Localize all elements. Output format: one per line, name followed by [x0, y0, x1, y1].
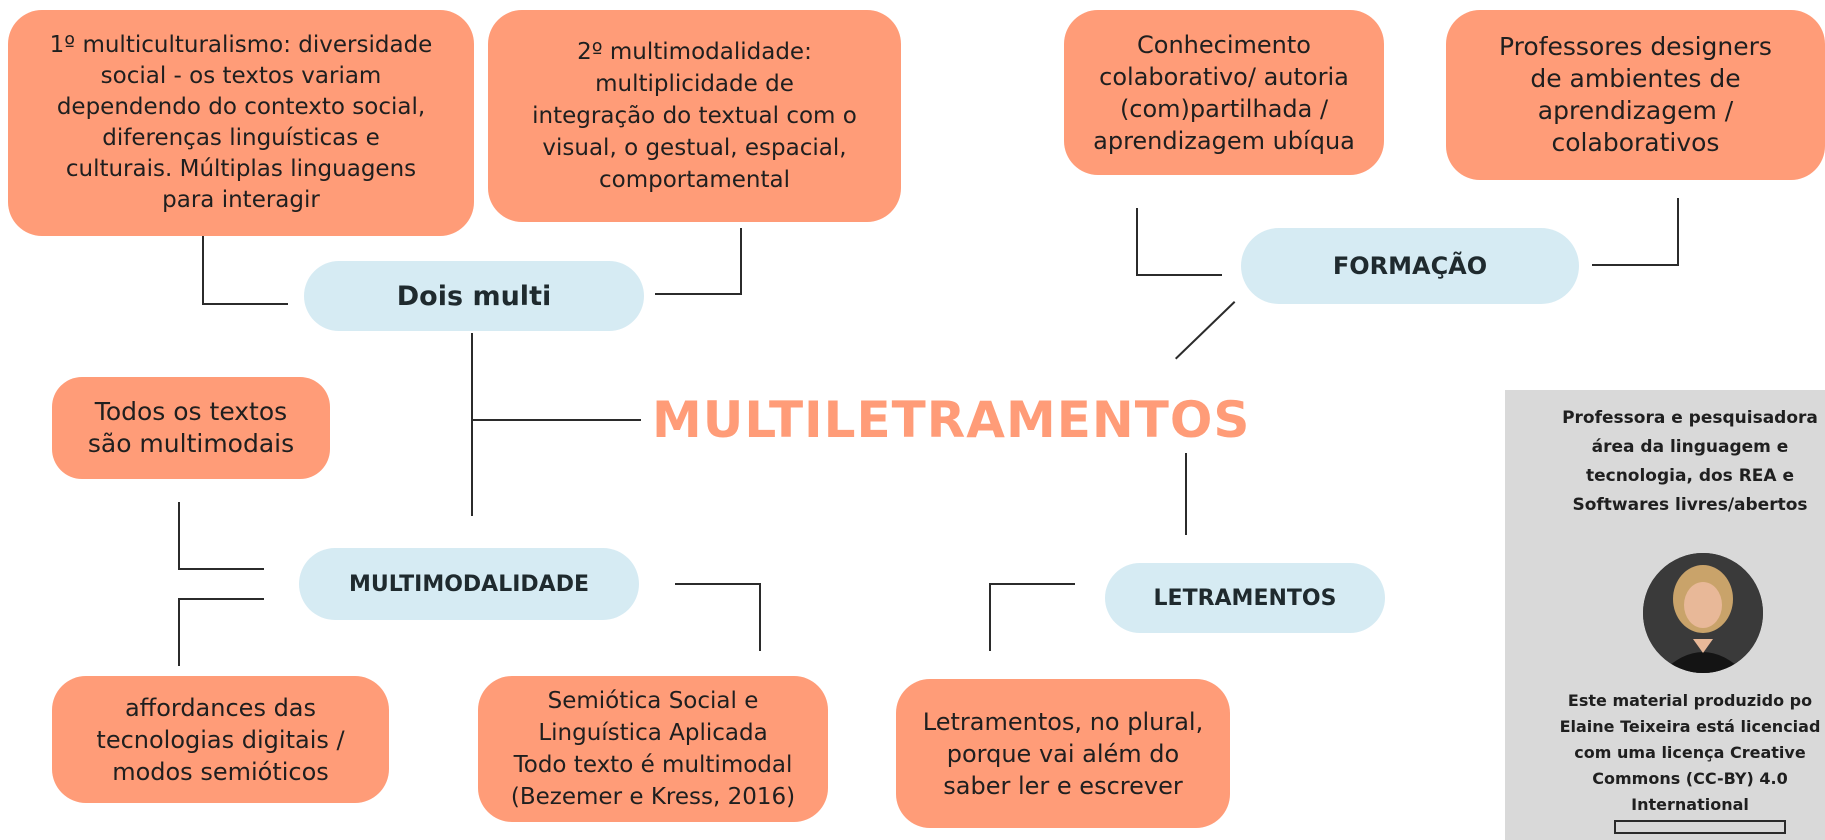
license-text: Este material produzido po Elaine Teixei…	[1559, 691, 1821, 814]
connector-line	[740, 228, 742, 295]
author-photo	[1643, 553, 1763, 673]
connector-line	[202, 303, 288, 305]
multiculturalismo-box: 1º multiculturalismo: diversidade social…	[8, 10, 474, 236]
connector-line	[471, 333, 473, 516]
connector-line	[1136, 208, 1138, 276]
professores-box: Professores designers de ambientes de ap…	[1446, 10, 1825, 180]
connector-line	[178, 598, 264, 600]
connector-line	[655, 293, 742, 295]
todos-textos-box: Todos os textos são multimodais	[52, 377, 330, 479]
license-badge	[1614, 820, 1786, 834]
letramentos-node: LETRAMENTOS	[1105, 563, 1385, 633]
semiotica-box: Semiótica Social e Linguística Aplicada …	[478, 676, 828, 822]
main-title: MULTILETRAMENTOS	[652, 391, 1251, 449]
connector-line	[178, 502, 180, 570]
connector-line	[759, 583, 761, 651]
connector-line	[1185, 453, 1187, 535]
connector-line	[989, 583, 991, 651]
author-description: Professora e pesquisadora área da lingua…	[1562, 408, 1818, 515]
multimodalidade-box: 2º multimodalidade: multiplicidade de in…	[488, 10, 901, 222]
connector-line	[989, 583, 1075, 585]
dois-multi-node: Dois multi	[304, 261, 644, 331]
connector-line	[178, 598, 180, 666]
connector-line	[202, 235, 204, 305]
connector-line	[1677, 198, 1679, 266]
formacao-node: FORMAÇÃO	[1241, 228, 1579, 304]
conhecimento-box: Conhecimento colaborativo/ autoria (com)…	[1064, 10, 1384, 175]
connector-line	[178, 568, 264, 570]
multimodalidade-node: MULTIMODALIDADE	[299, 548, 639, 620]
connector-line	[471, 419, 641, 421]
connector-line	[675, 583, 761, 585]
connector-line	[1592, 264, 1679, 266]
letramentos-plural-box: Letramentos, no plural, porque vai além …	[896, 679, 1230, 828]
affordances-box: affordances das tecnologias digitais / m…	[52, 676, 389, 803]
connector-line	[1175, 301, 1236, 360]
connector-line	[1136, 274, 1222, 276]
author-avatar	[1643, 553, 1763, 673]
